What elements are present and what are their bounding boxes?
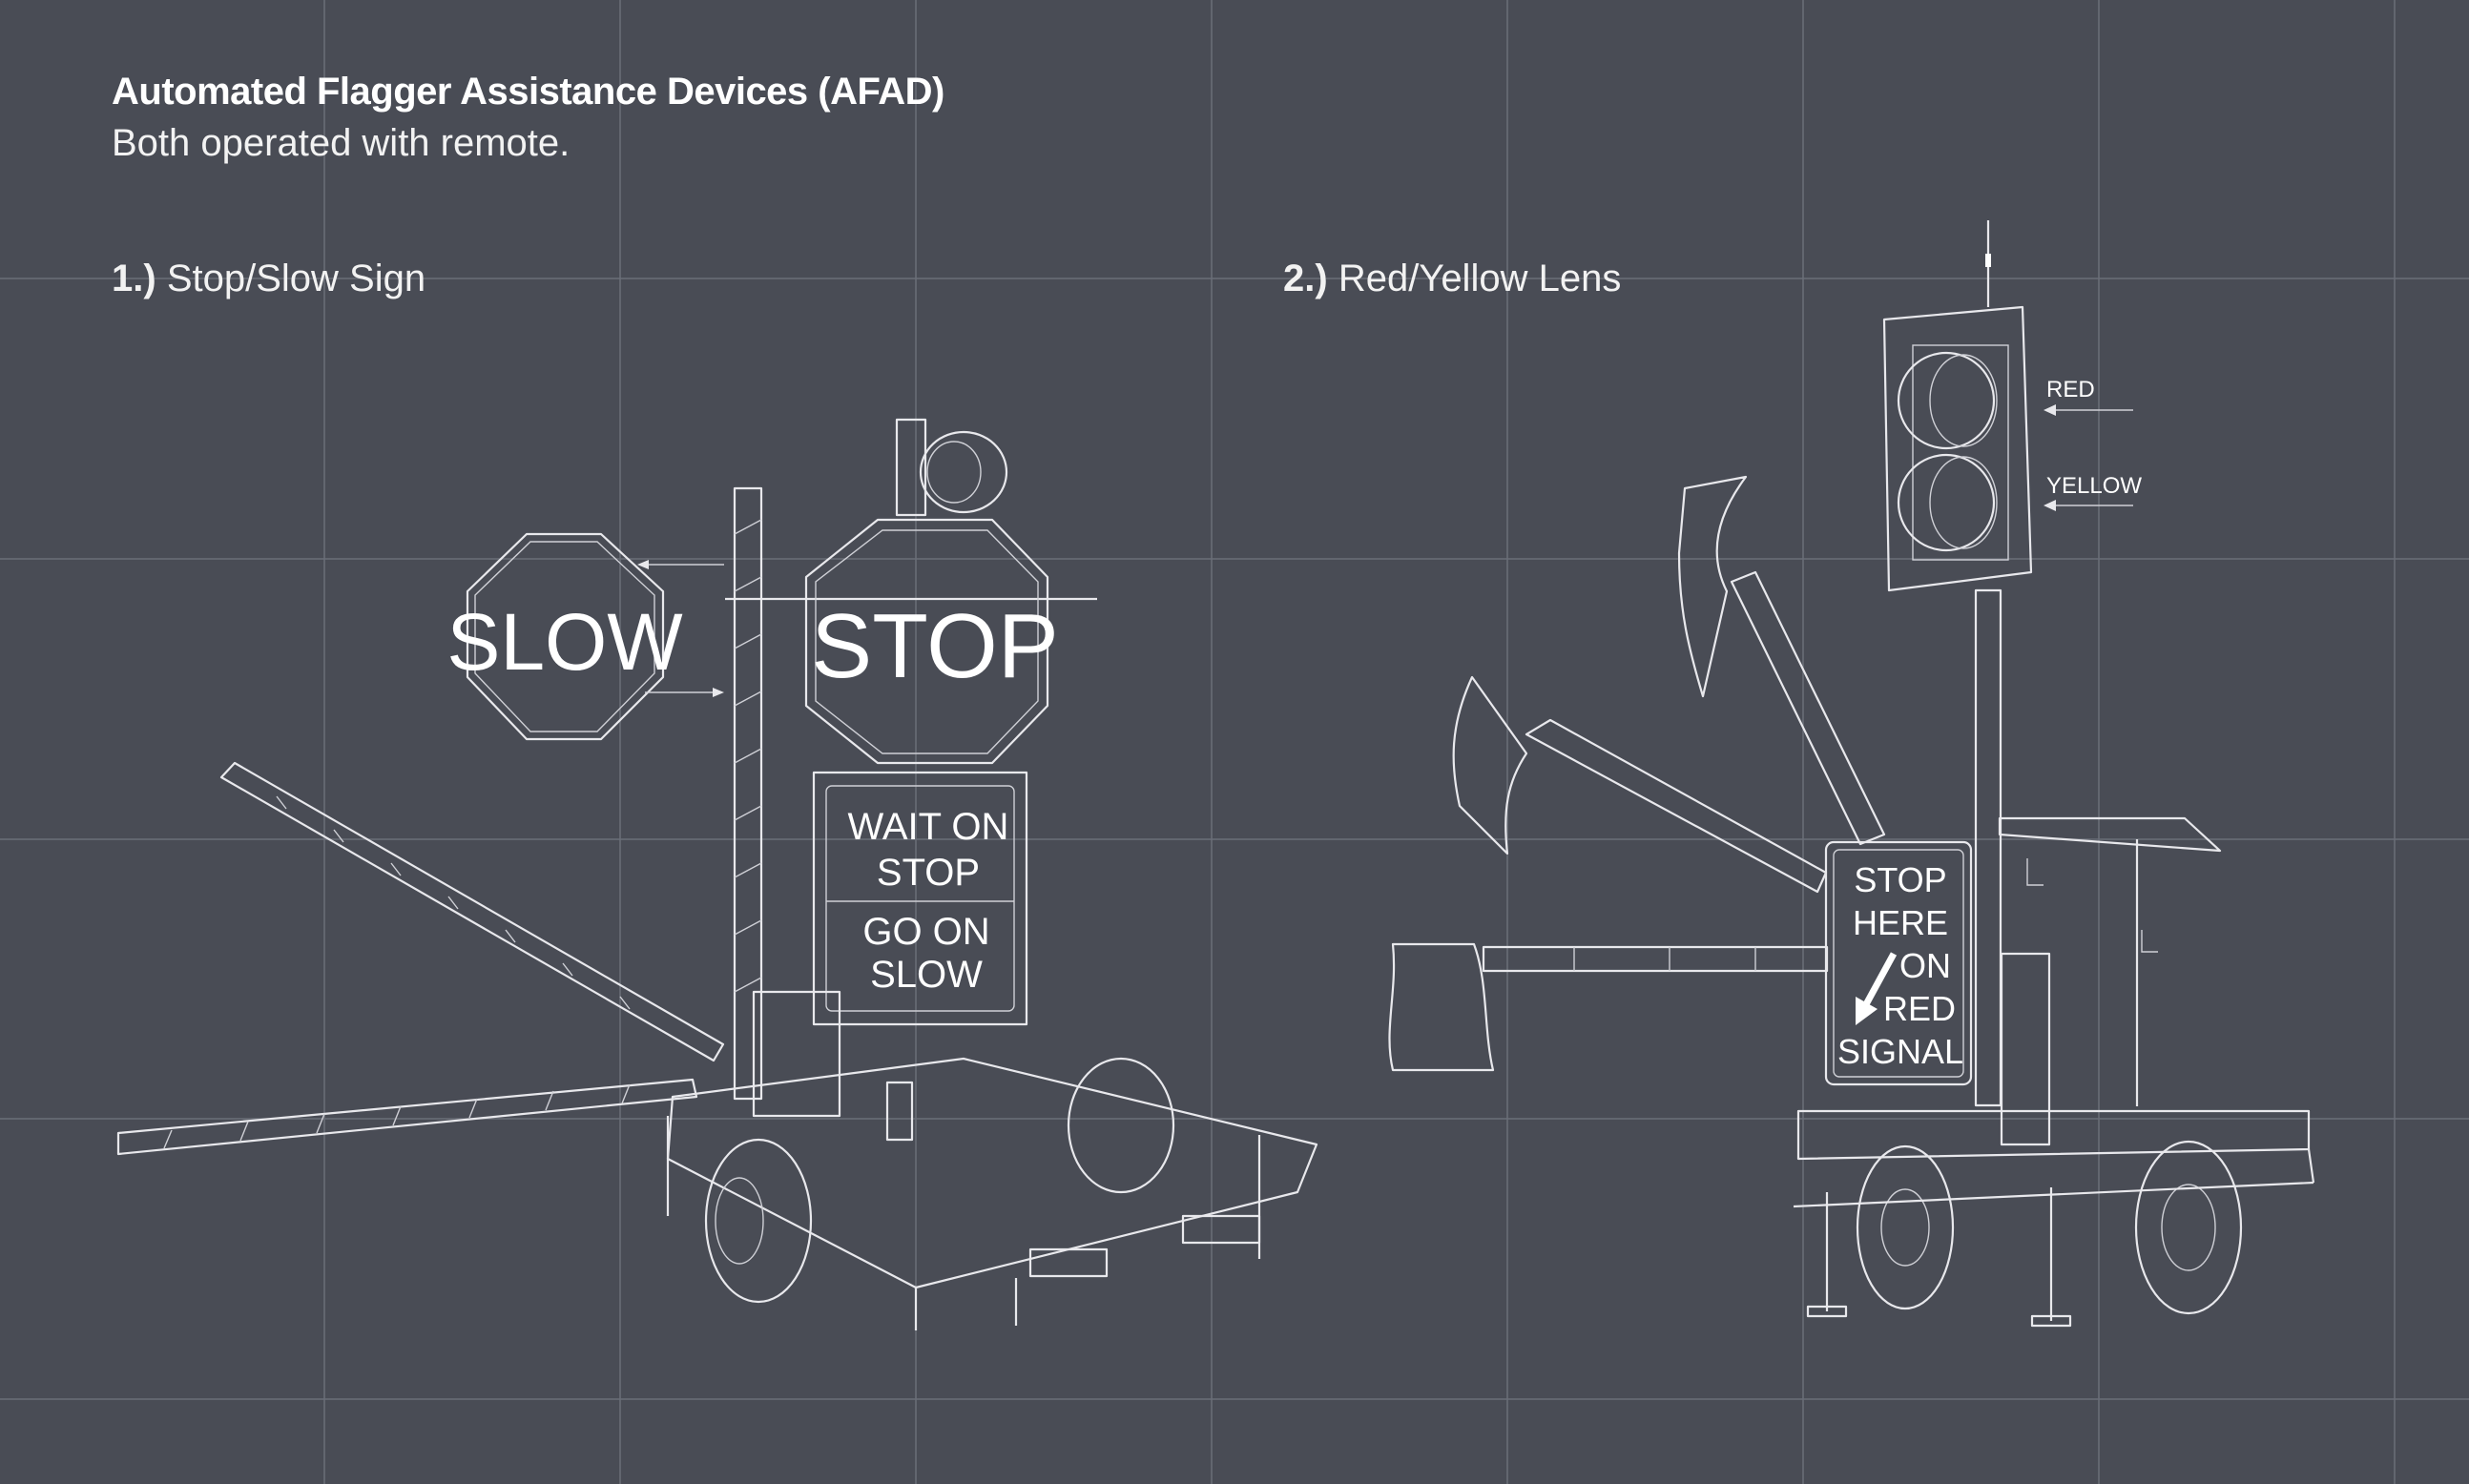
gate-arm bbox=[116, 761, 725, 1156]
sign-line: ON bbox=[1899, 946, 1951, 985]
panel-line: GO ON bbox=[862, 911, 989, 953]
slow-sign: SLOW bbox=[446, 532, 683, 741]
section-number: 2.) bbox=[1283, 258, 1328, 299]
slow-sign-text: SLOW bbox=[446, 597, 682, 687]
arrow-icon bbox=[2044, 404, 2056, 416]
red-lens bbox=[1897, 351, 1996, 450]
arrow-icon bbox=[2044, 500, 2056, 511]
section-label: Red/Yellow Lens bbox=[1338, 258, 1622, 299]
sign-line: STOP bbox=[1854, 860, 1946, 899]
mast bbox=[733, 486, 763, 1101]
sign-line: HERE bbox=[1853, 903, 1948, 942]
page-title: Automated Flagger Assistance Devices (AF… bbox=[112, 71, 944, 113]
stop-sign: STOP bbox=[804, 518, 1059, 765]
section-number: 1.) bbox=[112, 258, 156, 299]
stop-here-sign: STOP HERE ON RED SIGNAL bbox=[1824, 840, 1973, 1086]
diagonal-arrow-icon bbox=[1856, 952, 1898, 1025]
signal-pole bbox=[1974, 588, 2002, 1107]
panel-line: STOP bbox=[877, 852, 980, 894]
section-label: Stop/Slow Sign bbox=[166, 258, 426, 299]
control-platform bbox=[1998, 816, 2222, 853]
warning-lamp bbox=[895, 418, 1008, 517]
sign-line: RED bbox=[1883, 989, 1956, 1028]
rotation-arrows bbox=[637, 560, 724, 697]
panel-line: WAIT ON bbox=[848, 806, 1009, 848]
stop-sign-text: STOP bbox=[811, 595, 1059, 697]
panel-line: SLOW bbox=[870, 954, 983, 996]
section-heading-red-yellow: 2.) Red/Yellow Lens bbox=[1283, 258, 1621, 300]
stop-slow-trailer-illustration: SLOW STOP WAIT ON STOP GO ON SLOW bbox=[116, 418, 1318, 1330]
gate-arms bbox=[1388, 475, 1886, 1072]
yellow-lens bbox=[1897, 453, 1996, 552]
red-yellow-lens-trailer-illustration: RED YELLOW STOP HERE ON RED SIGNAL bbox=[1388, 220, 2315, 1328]
traffic-signal-head bbox=[1882, 305, 2033, 592]
sign-line: SIGNAL bbox=[1837, 1032, 1963, 1071]
trailer bbox=[1793, 1109, 2315, 1328]
page-subtitle: Both operated with remote. bbox=[112, 122, 571, 164]
yellow-lens-label: YELLOW bbox=[2046, 473, 2142, 499]
message-panel: WAIT ON STOP GO ON SLOW bbox=[812, 771, 1028, 1026]
red-lens-label: RED bbox=[2046, 377, 2095, 402]
section-heading-stop-slow: 1.) Stop/Slow Sign bbox=[112, 258, 425, 300]
trailer bbox=[666, 990, 1318, 1330]
